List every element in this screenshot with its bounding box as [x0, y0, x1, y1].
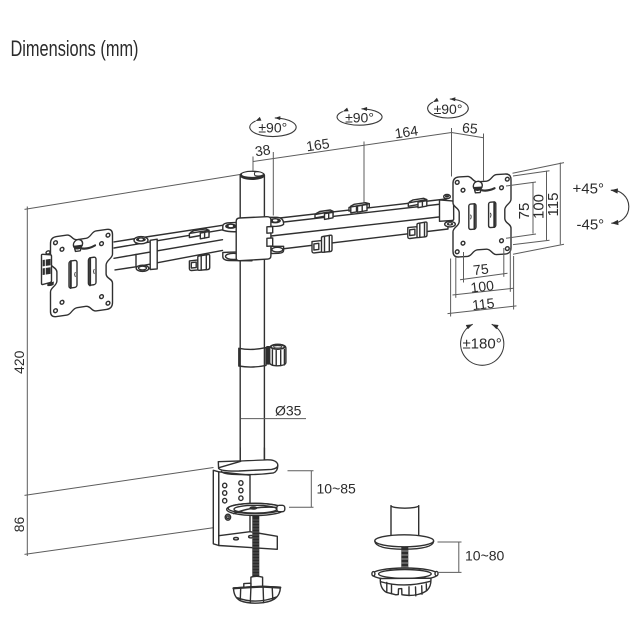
svg-text:115: 115 [545, 193, 562, 217]
svg-text:10~85: 10~85 [317, 481, 357, 497]
svg-text:Dimensions (mm): Dimensions (mm) [11, 36, 139, 61]
svg-text:100: 100 [470, 277, 495, 295]
svg-text:±180°: ±180° [462, 335, 501, 352]
svg-text:+45°: +45° [573, 181, 604, 198]
svg-text:75: 75 [516, 203, 533, 220]
svg-text:164: 164 [394, 122, 420, 141]
svg-text:100: 100 [531, 194, 548, 219]
svg-text:±90°: ±90° [258, 120, 287, 136]
svg-text:-45°: -45° [577, 217, 605, 234]
svg-text:10~80: 10~80 [465, 548, 505, 564]
svg-text:Ø35: Ø35 [275, 403, 302, 419]
svg-text:±90°: ±90° [345, 110, 374, 126]
svg-text:165: 165 [305, 135, 331, 154]
svg-text:420: 420 [11, 350, 27, 374]
svg-text:86: 86 [11, 517, 27, 533]
svg-text:65: 65 [461, 119, 478, 136]
svg-text:38: 38 [254, 141, 272, 159]
svg-text:115: 115 [471, 295, 495, 313]
svg-text:75: 75 [472, 261, 489, 279]
svg-text:±90°: ±90° [434, 101, 463, 117]
